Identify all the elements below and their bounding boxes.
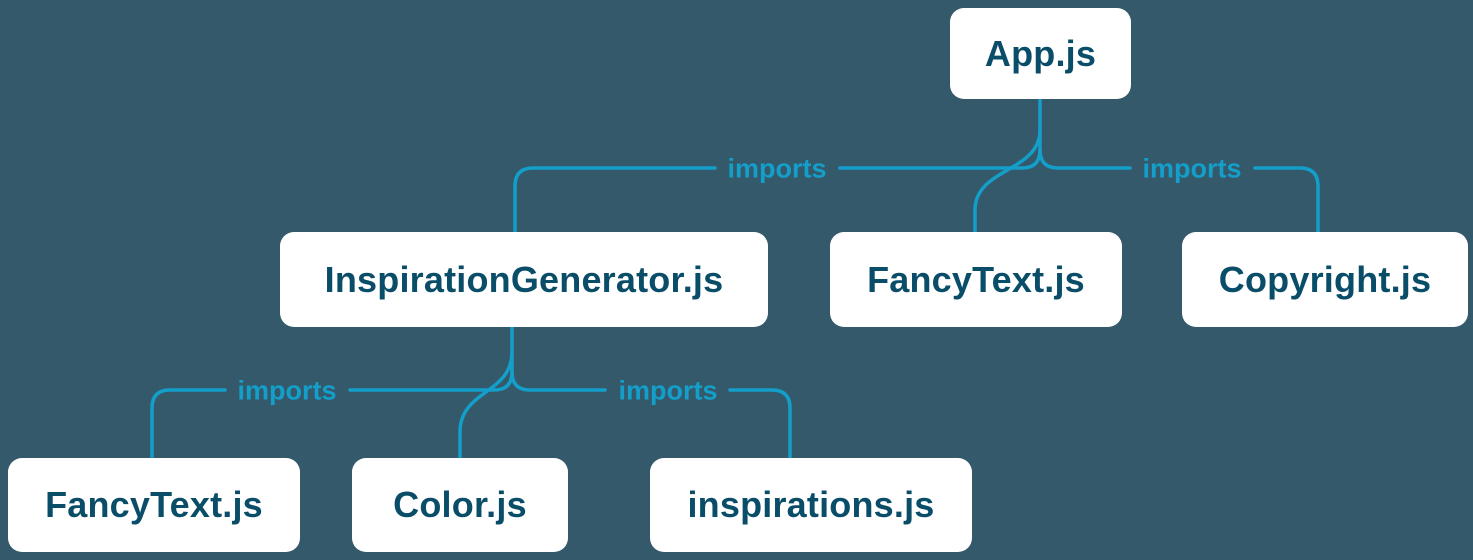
node-app-js: App.js bbox=[950, 8, 1131, 99]
edge-app-copyright bbox=[1038, 148, 1320, 233]
node-copyright-js: Copyright.js bbox=[1182, 232, 1468, 327]
node-app-js-label: App.js bbox=[984, 32, 1097, 74]
edge-app-fancytext bbox=[973, 128, 1042, 233]
node-inspirations-js-label: inspirations.js bbox=[687, 484, 935, 525]
imports-label-app-inspirationgenerator: imports bbox=[727, 153, 827, 184]
node-fancytext-js-top: FancyText.js bbox=[830, 232, 1122, 327]
node-copyright-js-label: Copyright.js bbox=[1218, 258, 1432, 300]
node-fancytext-js-top-label: FancyText.js bbox=[867, 258, 1085, 300]
node-inspirations-js: inspirations.js bbox=[650, 458, 972, 552]
node-inspirationgenerator-js: InspirationGenerator.js bbox=[280, 232, 768, 327]
imports-label-inspirationgenerator-fancytext: imports bbox=[237, 375, 337, 406]
node-color-js: Color.js bbox=[352, 458, 568, 552]
node-fancytext-js-bottom: FancyText.js bbox=[8, 458, 300, 552]
node-inspirationgenerator-js-label: InspirationGenerator.js bbox=[324, 258, 724, 300]
imports-label-inspirationgenerator-inspirations: imports bbox=[618, 375, 718, 406]
edge-inspirationgenerator-color bbox=[458, 350, 514, 459]
node-color-js-label: Color.js bbox=[393, 484, 527, 525]
edge-inspirationgenerator-inspirations bbox=[510, 370, 792, 459]
imports-label-app-copyright: imports bbox=[1142, 153, 1242, 184]
node-fancytext-js-bottom-label: FancyText.js bbox=[45, 484, 263, 525]
